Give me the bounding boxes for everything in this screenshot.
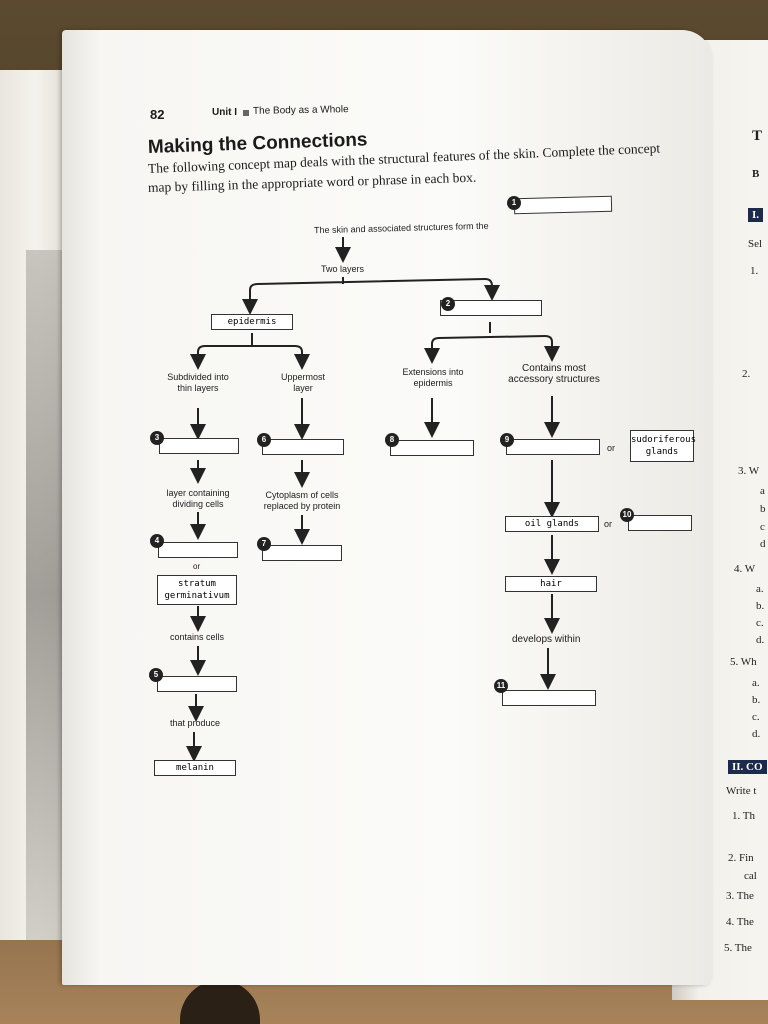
- melanin-box: melanin: [154, 760, 236, 776]
- hair-box: hair: [505, 576, 597, 592]
- right-heading-b: B: [752, 168, 760, 180]
- right-item-1: 1.: [750, 265, 759, 277]
- right-item-2: 2.: [742, 368, 751, 380]
- develops-within-label: develops within: [512, 634, 581, 645]
- blank-box-10[interactable]: [628, 515, 692, 531]
- hair-text: hair: [540, 579, 562, 589]
- number-badge-10: 10: [620, 508, 634, 522]
- right-section-two: II. CO: [728, 760, 767, 774]
- right-sub-4b: b.: [756, 600, 765, 612]
- or-label-10: or: [604, 519, 613, 529]
- epidermis-box: epidermis: [211, 314, 293, 330]
- number-badge-9: 9: [500, 433, 514, 447]
- oil-glands-text: oil glands: [524, 519, 580, 529]
- contains-cells-label: contains cells: [170, 632, 225, 642]
- two-layers-label: Two layers: [321, 264, 365, 274]
- right-sub-4c: c.: [756, 617, 764, 629]
- blank-box-5[interactable]: [157, 676, 237, 692]
- right-line-1: 1. Th: [732, 810, 756, 822]
- number-badge-3: 3: [150, 431, 164, 445]
- main-page: [62, 30, 712, 985]
- number-badge-2: 2: [441, 297, 455, 311]
- or-label-4: or: [193, 562, 201, 571]
- stratum-text: stratum germinativum: [164, 579, 230, 601]
- subdivided-label: Subdivided into thin layers: [167, 372, 229, 393]
- right-sub-5c: c.: [752, 711, 760, 723]
- epidermis-text: epidermis: [227, 317, 277, 327]
- right-sub-d: d: [760, 538, 766, 550]
- unit-label: Unit I: [212, 107, 237, 118]
- blank-box-8[interactable]: [390, 440, 474, 456]
- number-badge-11: 11: [494, 679, 508, 693]
- sudoriferous-box: sudoriferous glands: [630, 430, 697, 462]
- blank-box-9[interactable]: [506, 439, 600, 455]
- right-sub-5a: a.: [752, 677, 760, 689]
- layer-dividing-label: layer containing dividing cells: [166, 488, 230, 509]
- number-badge-4: 4: [150, 534, 164, 548]
- right-line-3: 3. The: [726, 890, 754, 902]
- number-badge-8: 8: [385, 433, 399, 447]
- right-line-4: 4. The: [726, 916, 754, 928]
- that-produce-label: that produce: [170, 718, 221, 728]
- right-sub-4a: a.: [756, 583, 764, 595]
- right-item-5: 5. Wh: [730, 656, 757, 668]
- page-number: 82: [150, 107, 165, 122]
- uppermost-label: Uppermost layer: [280, 372, 325, 393]
- right-sub-5b: b.: [752, 694, 761, 706]
- stratum-box: stratum germinativum: [157, 575, 237, 605]
- blank-box-3[interactable]: [159, 438, 239, 454]
- blank-box-2[interactable]: [440, 300, 542, 316]
- right-sub-a: a: [760, 485, 765, 497]
- sudoriferous-text: sudoriferous glands: [631, 435, 697, 457]
- oil-glands-box: oil glands: [505, 516, 599, 532]
- right-sub-5d: d.: [752, 728, 761, 740]
- blank-box-1[interactable]: [513, 195, 613, 215]
- right-write: Write t: [726, 785, 757, 797]
- right-line-2: 2. Fin: [728, 852, 754, 864]
- right-line-2b: cal: [744, 870, 757, 882]
- extensions-label: Extensions into epidermis: [402, 367, 464, 388]
- right-line-5: 5. The: [724, 942, 752, 954]
- right-sub-b: b: [760, 503, 766, 515]
- blank-box-6[interactable]: [262, 439, 344, 455]
- or-label-9: or: [607, 443, 616, 453]
- blank-box-4[interactable]: [158, 542, 238, 558]
- number-badge-7: 7: [257, 537, 271, 551]
- contains-most-label: Contains most accessory structures: [508, 363, 600, 385]
- right-item-3: 3. W: [738, 465, 760, 477]
- melanin-text: melanin: [176, 763, 214, 773]
- blank-box-7[interactable]: [262, 545, 342, 561]
- right-sel: Sel: [748, 238, 763, 250]
- number-badge-6: 6: [257, 433, 271, 447]
- right-sub-4d: d.: [756, 634, 765, 646]
- number-badge-1: 1: [507, 196, 521, 210]
- right-item-4: 4. W: [734, 563, 756, 575]
- right-sub-c: c: [760, 521, 765, 533]
- cytoplasm-label: Cytoplasm of cells replaced by protein: [263, 490, 341, 511]
- number-badge-5: 5: [149, 668, 163, 682]
- header-square-icon: [243, 110, 249, 116]
- right-heading-top: T: [752, 128, 763, 144]
- blank-box-11[interactable]: [502, 690, 596, 706]
- right-section-one: I.: [748, 208, 764, 222]
